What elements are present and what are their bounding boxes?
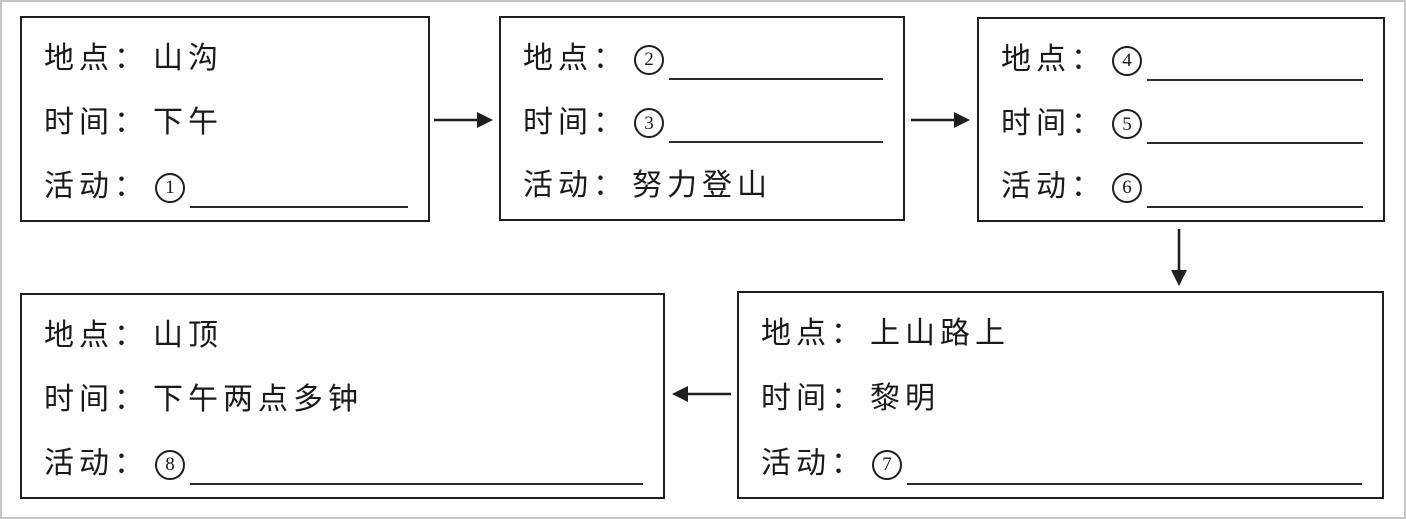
stage-box-mountain-path: 地点： 上山路上 时间： 黎明 活动： 7 [737,291,1384,499]
answer-blank-2 [669,76,883,80]
activity-row: 活动： 8 [44,447,643,485]
location-label: 地点： [523,42,628,75]
circled-number-5: 5 [1112,109,1142,140]
stage-box-valley: 地点： 山沟 时间： 下午 活动： 1 [20,16,430,222]
stage-box-summit: 地点： 山顶 时间： 下午两点多钟 活动： 8 [20,293,665,499]
activity-label: 活动： [44,170,149,204]
location-label: 地点： [761,317,866,350]
activity-label: 活动： [44,447,149,481]
activity-label: 活动： [1001,170,1106,204]
time-label: 时间： [523,105,628,139]
arrow-right-icon [433,108,495,132]
location-row: 地点： 山沟 [44,42,408,76]
time-row: 时间： 黎明 [761,382,1362,416]
arrow-right-icon [910,108,972,132]
time-row: 时间： 下午两点多钟 [44,383,643,417]
time-row: 时间： 下午 [44,106,408,140]
circled-number-6: 6 [1112,173,1142,203]
time-value: 下午 [153,106,223,140]
activity-row: 活动： 7 [761,447,1362,485]
arrow-down-icon [1167,228,1191,288]
circled-number-7: 7 [872,450,902,480]
activity-label: 活动： [761,447,866,481]
activity-row: 活动： 1 [44,170,408,208]
location-value: 山沟 [153,42,223,75]
answer-blank-8 [190,481,643,485]
answer-blank-3 [669,139,883,144]
circled-number-3: 3 [634,108,664,139]
time-value: 黎明 [870,382,940,416]
time-label: 时间： [761,382,866,416]
answer-blank-5 [1147,140,1363,145]
circled-number-8: 8 [155,450,185,480]
arrow-left-icon [670,382,732,406]
circled-number-2: 2 [634,44,664,75]
answer-blank-6 [1147,204,1363,208]
time-label: 时间： [1001,106,1106,140]
activity-value: 努力登山 [632,169,772,203]
location-label: 地点： [1001,43,1106,76]
location-row: 地点： 4 [1001,43,1363,81]
circled-number-1: 1 [155,173,185,203]
time-row: 时间： 5 [1001,106,1363,145]
answer-blank-7 [907,481,1362,485]
location-row: 地点： 上山路上 [761,317,1362,351]
activity-row: 活动： 6 [1001,170,1363,208]
location-value: 山顶 [153,319,223,352]
circled-number-4: 4 [1112,45,1142,76]
location-value: 上山路上 [870,317,1010,350]
answer-blank-4 [1147,77,1363,81]
stage-box-all-blanks: 地点： 4 时间： 5 活动： 6 [977,17,1385,222]
location-label: 地点： [44,319,149,352]
location-row: 地点： 山顶 [44,319,643,353]
time-label: 时间： [44,383,149,417]
location-row: 地点： 2 [523,42,883,80]
stage-box-climbing: 地点： 2 时间： 3 活动： 努力登山 [499,16,905,221]
answer-blank-1 [190,204,408,208]
activity-row: 活动： 努力登山 [523,169,883,203]
time-label: 时间： [44,106,149,140]
activity-label: 活动： [523,169,628,203]
time-value: 下午两点多钟 [153,383,363,417]
location-label: 地点： [44,42,149,75]
time-row: 时间： 3 [523,105,883,144]
